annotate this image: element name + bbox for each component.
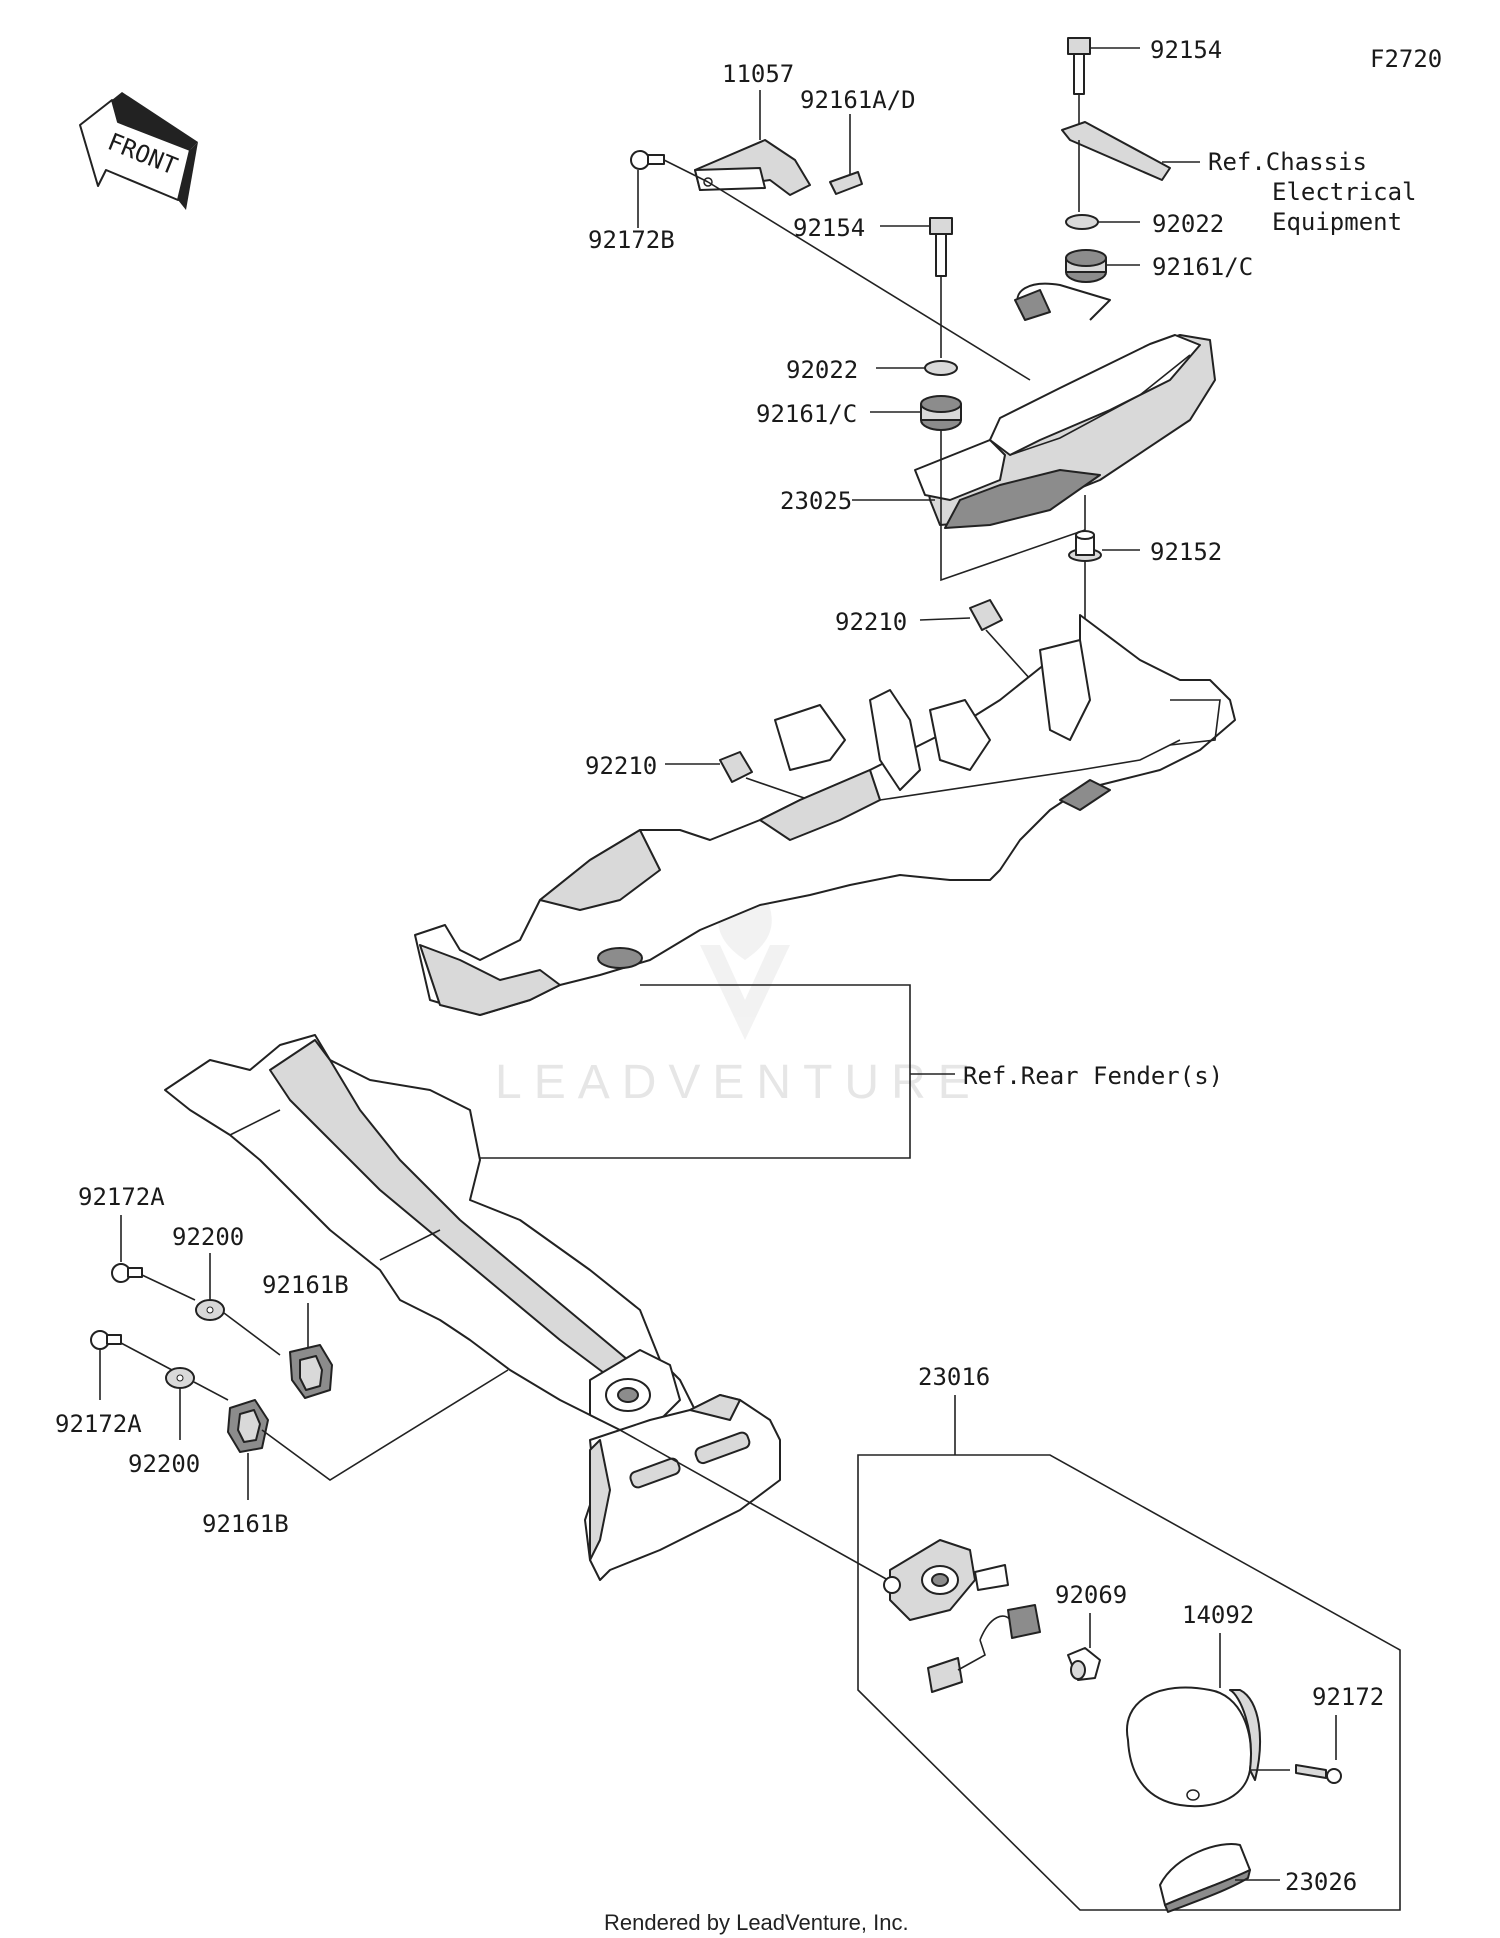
figure-code: F2720 [1370,45,1442,73]
label-ref-rear-fender: Ref.Rear Fender(s) [963,1062,1223,1090]
label-92172A-top: 92172A [78,1183,165,1211]
reflector-23026 [1159,1843,1251,1913]
collar-92152 [1068,530,1102,562]
plate-ref-chassis [1061,121,1171,181]
label-92210-left: 92210 [585,752,657,780]
tail-light-23025 [914,282,1216,529]
footer-credit: Rendered by LeadVenture, Inc. [604,1910,909,1935]
bolt-92154-top [1067,37,1091,95]
washer-92022-left [924,360,958,376]
label-92154-top: 92154 [1150,36,1222,64]
nut-92210-left [719,751,753,783]
grommet-92161C-right [1065,249,1107,283]
label-92022-right: 92022 [1152,210,1224,238]
grommet-92161B-top [289,1344,333,1399]
label-92172: 92172 [1312,1683,1384,1711]
bulb-92069 [1067,1647,1101,1681]
label-14092: 14092 [1182,1601,1254,1629]
front-arrow-icon: FRONT [79,92,198,210]
label-92210-top: 92210 [835,608,907,636]
label-92200-top: 92200 [172,1223,244,1251]
screw-92172 [1295,1764,1342,1784]
label-92172B: 92172B [588,226,675,254]
label-11057: 11057 [722,60,794,88]
lens-14092 [1125,1686,1261,1808]
grommet-92161B-bottom [227,1399,269,1453]
grommet-92161C-left [920,395,962,431]
bracket-11057 [694,139,811,196]
label-92022-left: 92022 [786,356,858,384]
label-92069: 92069 [1055,1581,1127,1609]
watermark: LEADVENTURE [495,1056,982,1109]
screw-92172A-top [111,1263,143,1283]
label-92161B-top: 92161B [262,1271,349,1299]
label-23016: 23016 [918,1363,990,1391]
label-ref-chassis-3: Equipment [1272,208,1402,236]
label-ref-chassis-1: Ref.Chassis [1208,148,1367,176]
label-92200-bottom: 92200 [128,1450,200,1478]
light-socket-23016 [883,1539,1041,1693]
rear-fender-upper [414,614,1236,1016]
label-92172A-bottom: 92172A [55,1410,142,1438]
washer-92200-bottom [165,1367,195,1389]
label-92161AD: 92161A/D [800,86,916,114]
label-23026: 23026 [1285,1868,1357,1896]
screw-92172A-bottom [90,1330,122,1350]
bolt-92154-mid [929,217,953,277]
label-92152: 92152 [1150,538,1222,566]
screw-92172B [630,150,665,170]
label-92161C-left: 92161/C [756,400,857,428]
label-92161B-bottom: 92161B [202,1510,289,1538]
washer-92022-right [1065,214,1099,230]
rear-fender-lower [164,1034,781,1581]
nut-92210-top [969,599,1003,631]
label-23025: 23025 [780,487,852,515]
label-92161C-right: 92161/C [1152,253,1253,281]
label-92154-mid: 92154 [793,214,865,242]
washer-92200-top [195,1299,225,1321]
label-ref-chassis-2: Electrical [1272,178,1417,206]
rivet-92161AD [829,171,863,195]
